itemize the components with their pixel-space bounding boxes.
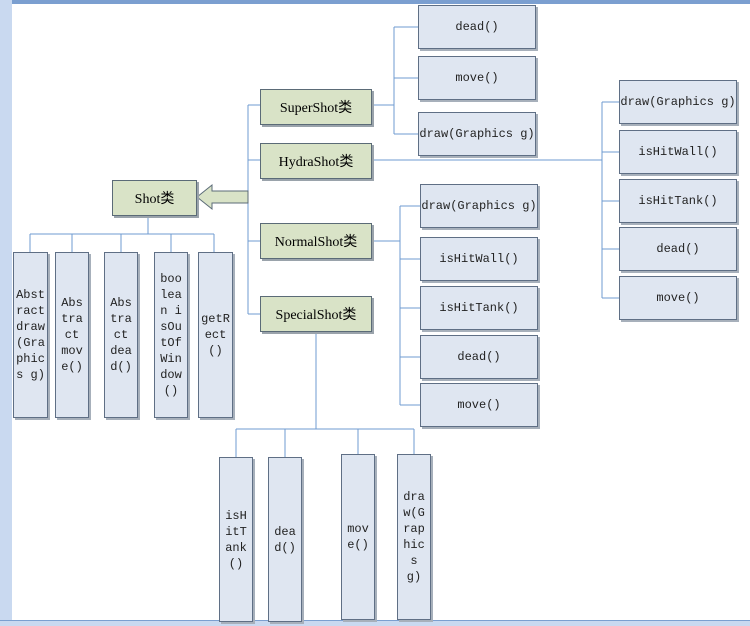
- shot-class-node[interactable]: Shot类: [112, 180, 197, 216]
- super-shot-method-draw[interactable]: draw(Graphics g): [418, 112, 536, 156]
- special-shot-method-is-hit-tank[interactable]: isHitTank(): [219, 457, 253, 622]
- hydra-shot-method-move[interactable]: move(): [619, 276, 737, 320]
- normal-shot-method-move[interactable]: move(): [420, 383, 538, 427]
- super-shot-class-node[interactable]: SuperShot类: [260, 89, 372, 125]
- normal-shot-method-is-hit-wall[interactable]: isHitWall(): [420, 237, 538, 281]
- shot-method-abstract-draw[interactable]: Abstract draw(Graphics g): [13, 252, 48, 418]
- shot-method-get-rect[interactable]: getRect(): [198, 252, 233, 418]
- normal-shot-method-dead[interactable]: dead(): [420, 335, 538, 379]
- hydra-shot-method-is-hit-tank[interactable]: isHitTank(): [619, 179, 737, 223]
- normal-shot-class-node[interactable]: NormalShot类: [260, 223, 372, 259]
- normal-shot-method-draw[interactable]: draw(Graphics g): [420, 184, 538, 228]
- super-shot-method-move[interactable]: move(): [418, 56, 536, 100]
- special-shot-method-move[interactable]: move(): [341, 454, 375, 620]
- hydra-shot-class-node[interactable]: HydraShot类: [260, 143, 372, 179]
- window-bottom-border: [0, 620, 750, 626]
- window-left-border: [0, 0, 12, 625]
- normal-shot-method-is-hit-tank[interactable]: isHitTank(): [420, 286, 538, 330]
- special-shot-method-draw[interactable]: draw(Graphics g): [397, 454, 431, 620]
- hydra-shot-method-draw[interactable]: draw(Graphics g): [619, 80, 737, 124]
- special-shot-method-dead[interactable]: dead(): [268, 457, 302, 622]
- super-shot-method-dead[interactable]: dead(): [418, 5, 536, 49]
- shot-method-abstract-move[interactable]: Abstract move(): [55, 252, 89, 418]
- shot-method-is-out-of-window[interactable]: boolean isOutOfWindow(): [154, 252, 188, 418]
- window-top-border: [0, 0, 750, 4]
- hydra-shot-method-is-hit-wall[interactable]: isHitWall(): [619, 130, 737, 174]
- hydra-shot-method-dead[interactable]: dead(): [619, 227, 737, 271]
- special-shot-class-node[interactable]: SpecialShot类: [260, 296, 372, 332]
- shot-method-abstract-dead[interactable]: Abstract dead(): [104, 252, 138, 418]
- inheritance-arrow: [196, 183, 249, 211]
